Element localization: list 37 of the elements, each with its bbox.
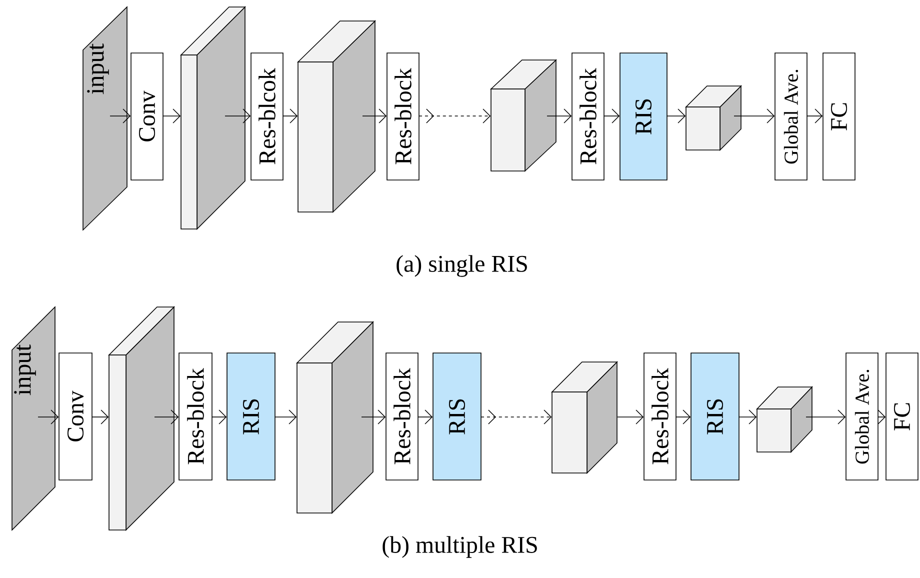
layer-box: Res-block [572, 52, 604, 180]
ris-box: RIS [620, 52, 668, 180]
dashed-arrow [480, 410, 552, 424]
arrow [806, 108, 823, 124]
caption: (a) single RIS [396, 255, 527, 277]
layer-box: Global Ave. [774, 52, 808, 180]
ris-box: RIS [432, 352, 482, 480]
arrow [604, 108, 620, 124]
arrow [361, 410, 386, 424]
arrow [806, 410, 846, 424]
layer-box: Res-blcok [250, 52, 284, 180]
arrow [154, 410, 179, 424]
arrow [224, 108, 251, 124]
ris-box: RIS [226, 352, 276, 480]
arrow [162, 108, 181, 124]
layer-box: Res-block [386, 52, 420, 180]
layer-box: Conv [58, 352, 92, 480]
layer-box: Res-block [386, 352, 418, 480]
arrow [92, 410, 109, 424]
arrow [617, 410, 644, 424]
arrow [362, 108, 387, 124]
layer-box: Conv [130, 52, 164, 180]
arrow [110, 108, 131, 124]
ris-box: RIS [690, 352, 740, 480]
arrow [546, 108, 572, 124]
layer-box: Res-block [644, 352, 676, 480]
arrow [734, 108, 775, 124]
dashed-arrow [418, 108, 491, 124]
layer-box: Global Ave. [846, 352, 878, 480]
arrow [666, 108, 686, 124]
arrow [274, 410, 297, 424]
layer-box: FC [822, 52, 856, 180]
arrow [38, 410, 59, 424]
layer-box: Res-block [178, 352, 212, 480]
layer-box: FC [886, 352, 918, 480]
arrow [738, 410, 757, 424]
caption: (b) multiple RIS [382, 536, 537, 558]
